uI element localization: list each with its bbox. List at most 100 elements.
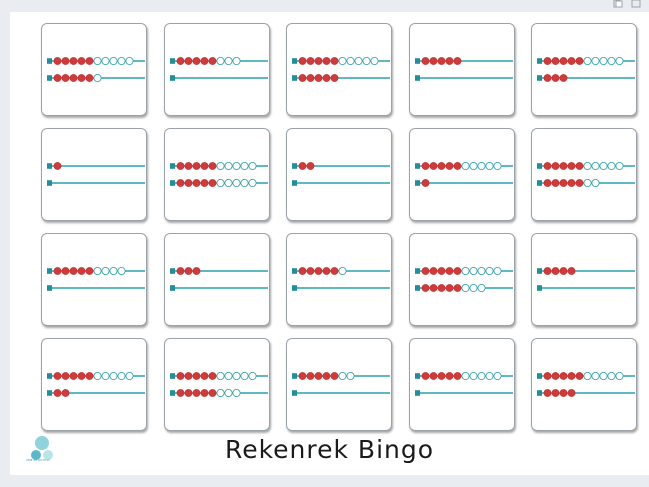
bead-empty bbox=[125, 57, 134, 66]
bingo-card-10[interactable] bbox=[531, 128, 637, 221]
bingo-card-14[interactable] bbox=[408, 233, 515, 326]
bead-red bbox=[567, 57, 576, 65]
bead-red bbox=[559, 372, 568, 380]
bead-red bbox=[176, 372, 184, 380]
bingo-card-9[interactable] bbox=[408, 128, 515, 221]
bead-red bbox=[176, 179, 184, 187]
bead-red bbox=[192, 179, 200, 187]
bead-red bbox=[200, 57, 208, 65]
bead-empty bbox=[485, 267, 494, 276]
bead-empty bbox=[224, 57, 233, 66]
bingo-card-1[interactable] bbox=[41, 23, 147, 116]
rod-anchor bbox=[414, 58, 420, 64]
bead-red bbox=[192, 389, 200, 397]
bead-empty bbox=[346, 372, 355, 381]
rod-anchor bbox=[169, 285, 175, 291]
bingo-card-15[interactable] bbox=[531, 233, 637, 326]
bead-empty bbox=[370, 57, 379, 66]
bead-red bbox=[551, 267, 560, 275]
bingo-card-18[interactable] bbox=[286, 338, 392, 431]
bead-red bbox=[306, 267, 315, 275]
bead-red bbox=[543, 389, 552, 397]
fullscreen-icon[interactable] bbox=[631, 0, 641, 8]
bead-red bbox=[200, 162, 208, 170]
bead-red bbox=[543, 74, 552, 82]
bead-empty bbox=[583, 57, 592, 66]
rekenrek-drawing bbox=[414, 372, 513, 396]
bead-empty bbox=[583, 162, 592, 171]
bead-red bbox=[559, 57, 568, 65]
rod-anchor bbox=[537, 390, 542, 396]
bead-red bbox=[176, 389, 184, 397]
bead-red bbox=[453, 267, 461, 275]
rod-anchor bbox=[537, 58, 542, 64]
copy-icon[interactable] bbox=[613, 0, 623, 8]
bead-red bbox=[85, 267, 94, 275]
rekenrek-drawing bbox=[292, 372, 390, 396]
bead-red bbox=[421, 179, 429, 187]
bead-red bbox=[330, 267, 339, 275]
bead-red bbox=[322, 372, 331, 380]
bingo-card-11[interactable] bbox=[41, 233, 147, 326]
bead-red bbox=[437, 57, 445, 65]
bead-red bbox=[314, 57, 323, 65]
bead-empty bbox=[477, 162, 486, 171]
bead-red bbox=[429, 57, 437, 65]
bead-empty bbox=[109, 372, 118, 381]
bead-empty bbox=[125, 372, 134, 381]
bead-red bbox=[421, 267, 429, 275]
bead-empty bbox=[354, 57, 363, 66]
bead-empty bbox=[615, 57, 624, 66]
bead-red bbox=[306, 162, 315, 170]
bingo-card-5[interactable] bbox=[531, 23, 637, 116]
bead-empty bbox=[461, 162, 470, 171]
brand-logo-text: ONE IN SIGHTLY bbox=[26, 458, 50, 462]
rod-anchor bbox=[47, 373, 52, 379]
bead-empty bbox=[109, 57, 118, 66]
bingo-card-7[interactable] bbox=[163, 128, 270, 221]
rod-anchor bbox=[47, 75, 52, 81]
rod-anchor bbox=[169, 390, 175, 396]
bead-red bbox=[53, 74, 62, 82]
bead-empty bbox=[477, 267, 486, 276]
bead-red bbox=[543, 162, 552, 170]
bead-empty bbox=[93, 372, 102, 381]
bead-empty bbox=[477, 284, 486, 293]
bead-empty bbox=[607, 57, 616, 66]
bead-empty bbox=[216, 389, 225, 398]
rekenrek-drawing bbox=[47, 57, 145, 83]
bingo-card-13[interactable] bbox=[286, 233, 392, 326]
rod-anchor bbox=[537, 285, 542, 291]
bingo-card-4[interactable] bbox=[408, 23, 515, 116]
bead-red bbox=[298, 74, 307, 82]
bingo-card-12[interactable] bbox=[163, 233, 270, 326]
bead-red bbox=[453, 162, 461, 170]
bingo-card-20[interactable] bbox=[531, 338, 637, 431]
rod-anchor bbox=[169, 180, 175, 186]
rod-anchor bbox=[292, 180, 297, 186]
bead-red bbox=[184, 372, 192, 380]
bingo-card-16[interactable] bbox=[41, 338, 147, 431]
bead-empty bbox=[117, 267, 126, 276]
bead-empty bbox=[224, 179, 233, 188]
bead-empty bbox=[101, 372, 110, 381]
bingo-card-3[interactable] bbox=[286, 23, 392, 116]
rod-anchor bbox=[47, 285, 52, 291]
bead-empty bbox=[583, 179, 592, 188]
bingo-card-17[interactable] bbox=[163, 338, 270, 431]
bead-empty bbox=[469, 162, 478, 171]
bingo-card-19[interactable] bbox=[408, 338, 515, 431]
bead-red bbox=[69, 74, 78, 82]
bead-red bbox=[298, 267, 307, 275]
bingo-card-6[interactable] bbox=[41, 128, 147, 221]
bingo-card-2[interactable] bbox=[163, 23, 270, 116]
rod-anchor bbox=[169, 163, 175, 169]
bingo-card-8[interactable] bbox=[286, 128, 392, 221]
bead-red bbox=[208, 372, 216, 380]
bead-red bbox=[306, 372, 315, 380]
bead-red bbox=[567, 372, 576, 380]
bead-empty bbox=[216, 57, 225, 66]
bead-red bbox=[53, 389, 62, 397]
bead-empty bbox=[461, 267, 470, 276]
bead-red bbox=[53, 267, 62, 275]
